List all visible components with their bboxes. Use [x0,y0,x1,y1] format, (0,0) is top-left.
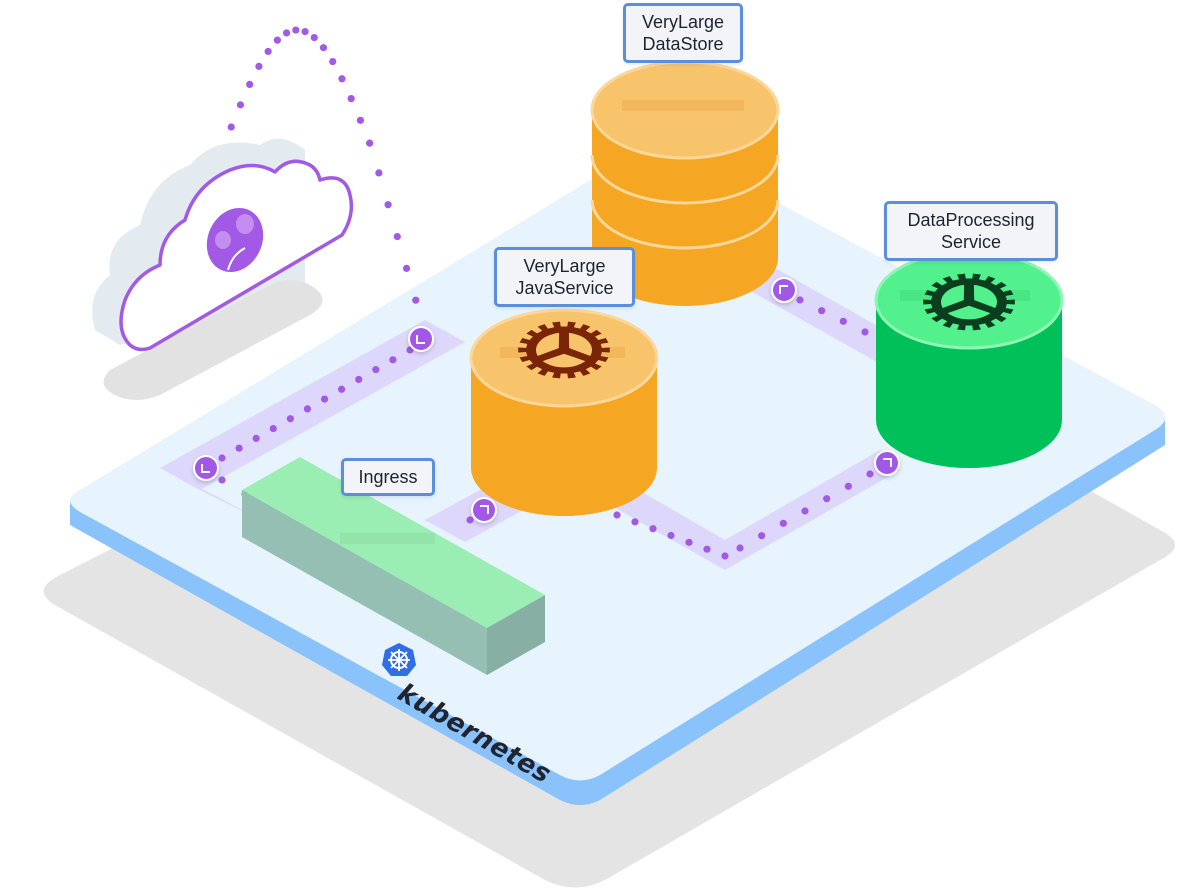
connector-dot [631,518,639,526]
gear-icon [518,321,610,379]
gear-spoke-gap [535,332,593,368]
connector-dot [310,33,318,42]
java-service-label-line-1: VeryLarge [523,256,606,276]
connector-dot [801,507,809,515]
connector-dot [866,470,874,478]
connector-dot [355,375,363,384]
connector-dot [366,139,374,147]
data-processing-cylinder[interactable] [874,250,1064,468]
chevron-icon [874,450,900,476]
connector-dot [861,328,869,336]
flow-markers [193,277,900,523]
connector-dot [338,385,346,393]
path-java-to-processing [610,450,900,570]
connector-dot [389,356,397,364]
connector-dot [269,424,277,433]
connector-dot [721,552,729,560]
java-service-label: VeryLarge JavaService [494,247,635,307]
connector-dot [303,405,312,413]
connector-dot [796,296,804,304]
gear-spoke-gap [940,284,998,320]
chevron-icon [193,455,219,481]
connector-dot [384,201,392,209]
connector-dot [273,36,281,44]
connector-dot [319,44,328,52]
connector-dot [667,531,675,540]
java-service-label-line-2: JavaService [515,278,614,298]
chevron-icon [408,326,434,352]
connector-dot [393,232,401,241]
connector-dot [372,366,380,374]
ingress-block[interactable] [242,457,545,675]
connector-dot [406,346,414,354]
data-processing-label-line-2: Service [940,232,1002,252]
connector-dot [613,511,621,519]
connector-dot [347,94,355,103]
connector-dot [412,296,420,304]
ingress-front [242,490,487,675]
datastore-cylinder[interactable] [590,60,780,306]
connector-dot [282,29,291,37]
connector-dot [264,47,272,56]
connector-dot [466,516,474,524]
java-service-cylinder[interactable] [469,308,659,516]
connector-dot [703,545,711,553]
connector-dot [402,264,411,272]
gear-icon [923,273,1015,331]
connector-dot [286,415,294,423]
connector-dot [227,123,235,131]
data-processing-label-line-1: DataProcessing [907,210,1035,230]
connector-dot [375,169,383,177]
connector-dot [329,57,337,66]
chevron-icon [771,277,797,303]
connector-dot [235,444,243,452]
ingress-label: Ingress [341,458,435,496]
connector-dot [356,116,365,124]
datastore-label: VeryLarge DataStore [623,3,743,63]
connector-dot [218,454,226,462]
connector-dot [246,80,254,89]
data-processing-label: DataProcessing Service [884,201,1058,261]
connector-dot [301,28,309,36]
connector-dot [255,62,263,70]
kubernetes-helm-icon [382,643,416,676]
connector-dot [818,307,826,315]
ingress-side [487,595,545,675]
connector-dot [779,519,787,527]
connector-dot [823,495,831,503]
gear-teeth [923,273,1015,331]
ingress-label-text: Ingress [358,467,418,487]
connector-dot [292,26,300,34]
connector-dots [218,26,874,560]
users-icon [206,207,264,273]
connector-dot [844,482,852,490]
connector-dot [685,538,693,546]
connector-dot [758,532,766,540]
connector-dot [252,434,260,442]
connector-dot [839,317,847,325]
path-ingress-lane [160,468,260,520]
cloud-ground-shadow [103,280,323,400]
datastore-label-line-2: DataStore [642,34,724,54]
connector-dot [236,101,245,109]
datastore-label-line-1: VeryLarge [641,12,725,32]
connector-dot [736,544,744,552]
connector-dot [338,75,346,83]
connector-dot [218,476,226,484]
connector-dot [649,525,657,533]
chevron-icon [471,497,497,523]
gear-teeth [518,321,610,379]
connector-dot [320,395,329,403]
